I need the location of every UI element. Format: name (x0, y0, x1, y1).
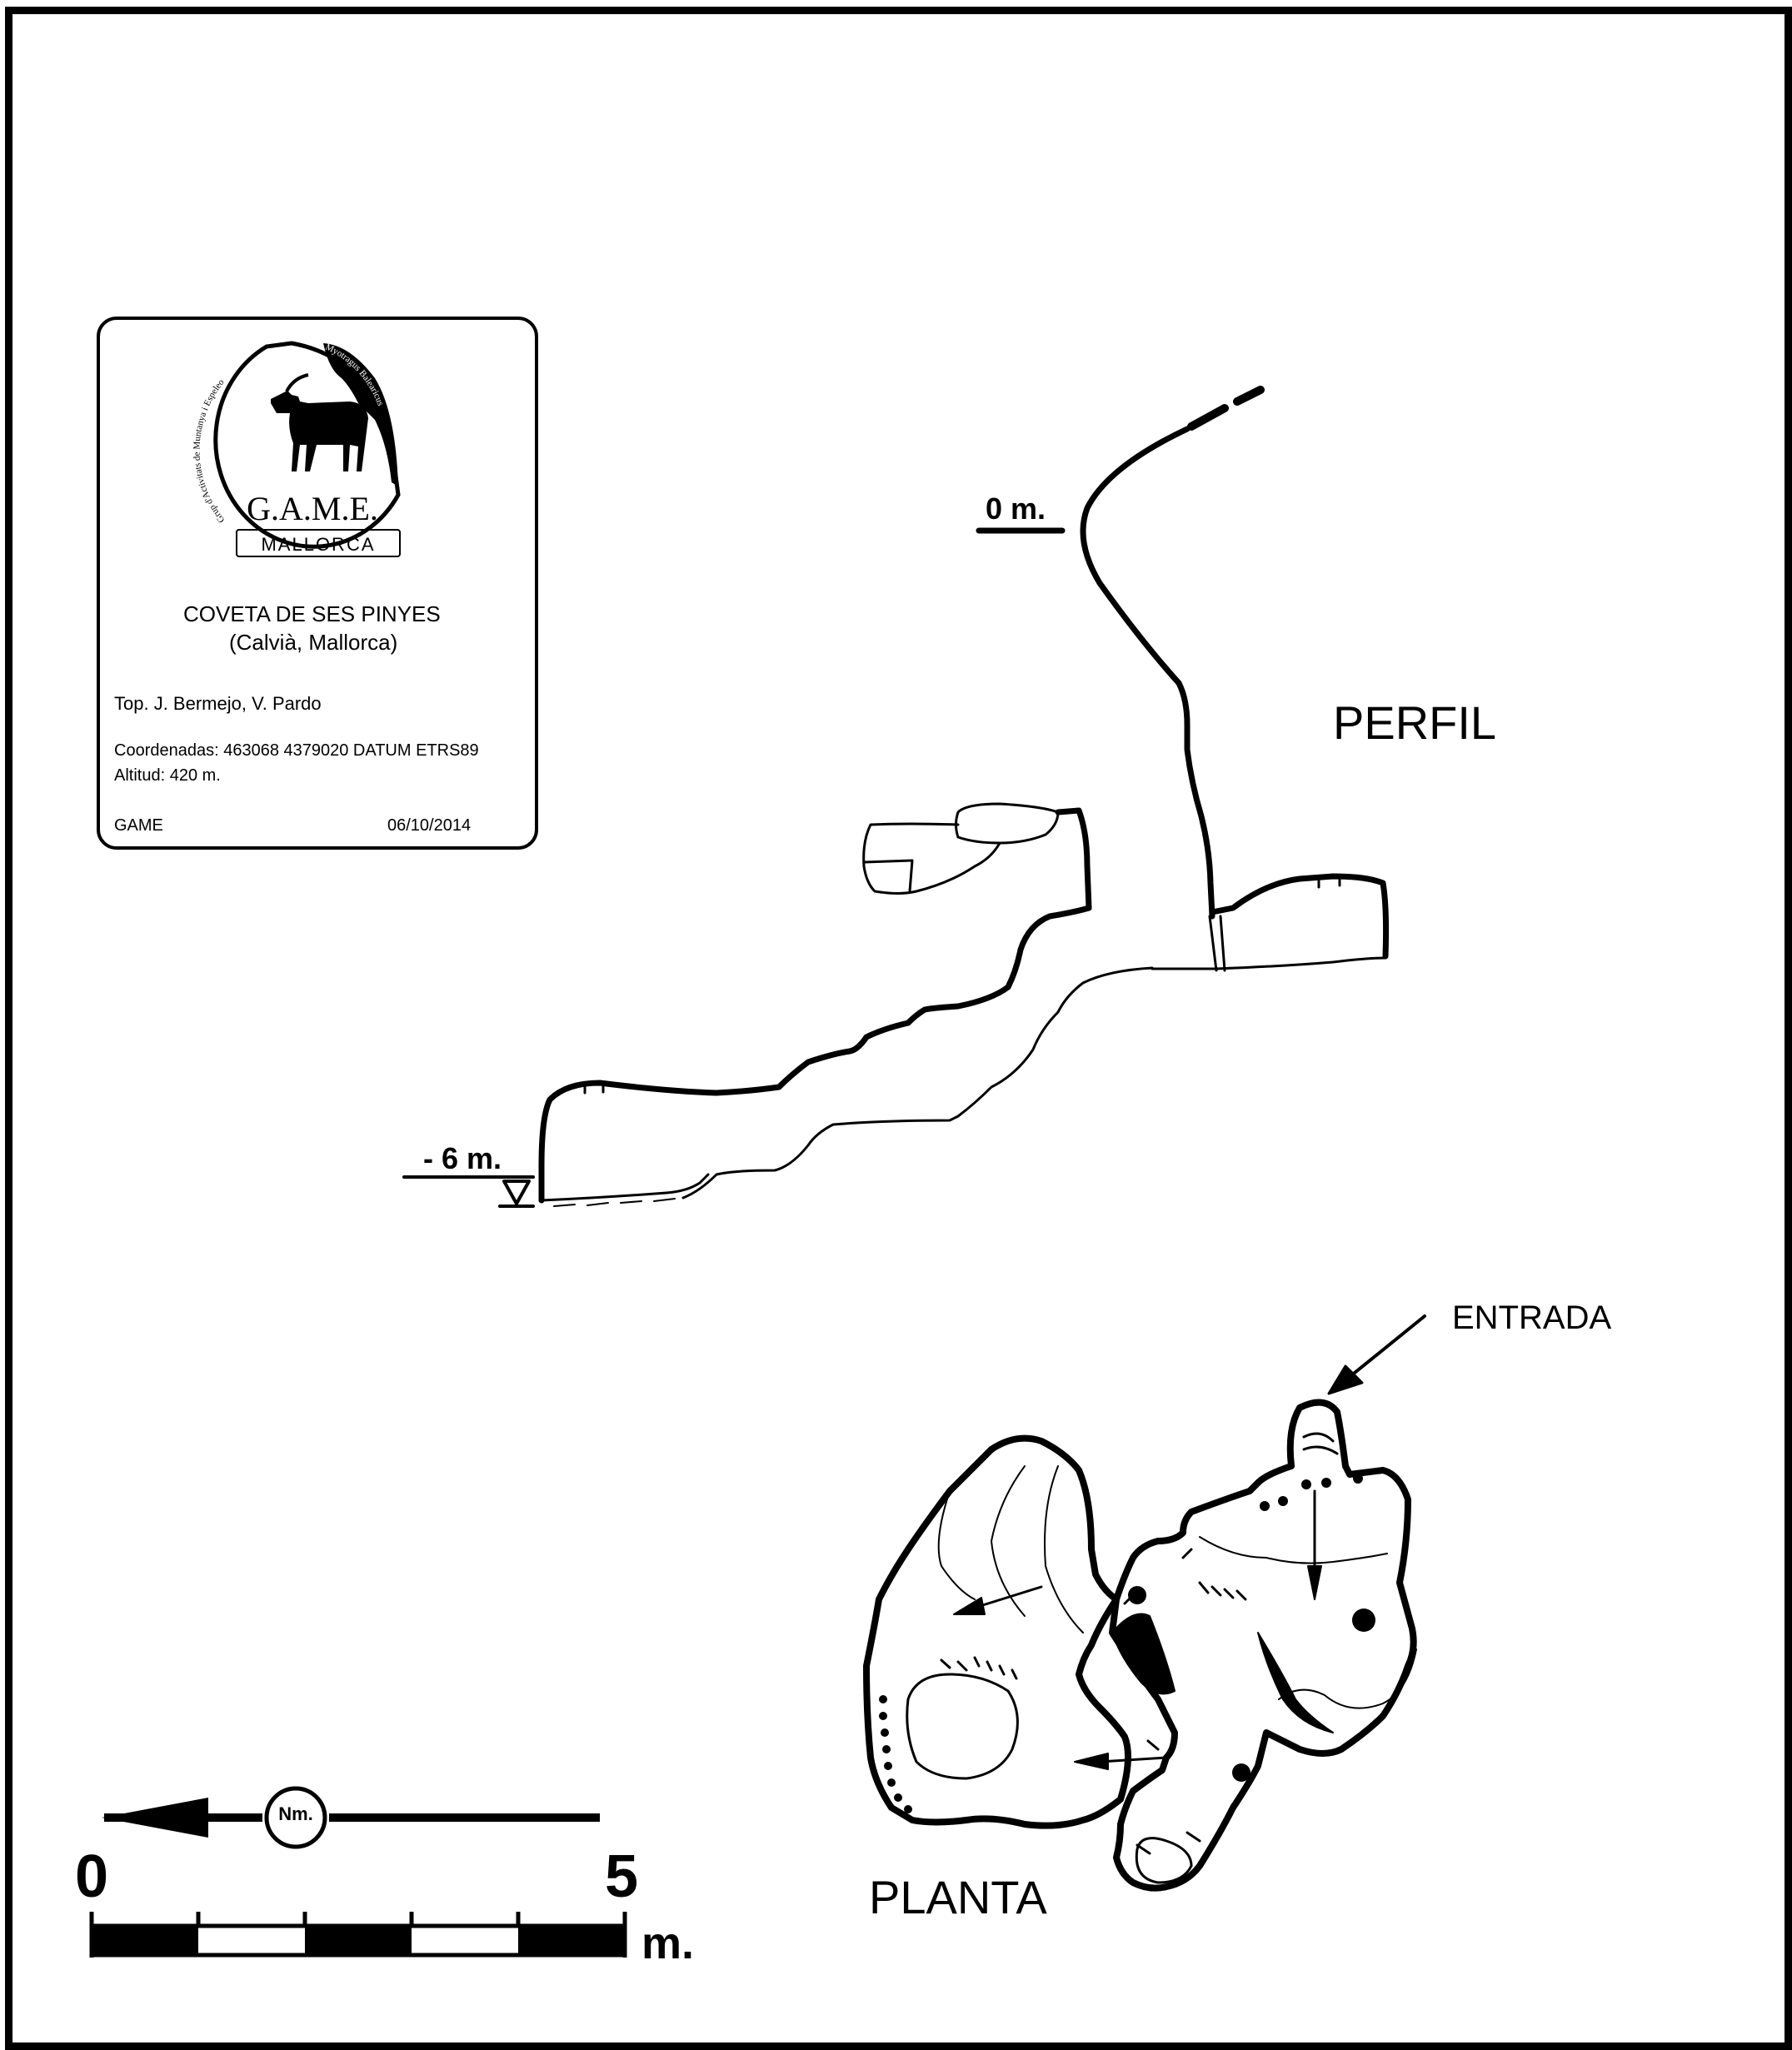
plan-title: PLANTA (869, 1871, 1047, 1923)
plan-left-chamber (863, 1434, 1131, 1829)
altitude: Altitud: 420 m. (114, 766, 221, 785)
plan-slope-arrow-icon-2 (953, 1597, 986, 1615)
profile-lower-floor (540, 1173, 710, 1202)
game-logo: Grup d'Activitats de Muntanya i Espeleo … (192, 341, 401, 557)
surveyors: Top. J. Bermejo, V. Pardo (114, 693, 322, 714)
goat-silhouette-icon (271, 373, 368, 471)
profile-dashed-continuation (1187, 386, 1265, 431)
scale-unit-label: m. (641, 1918, 695, 1968)
logo-subtitle: MALLORCA (261, 534, 375, 555)
coordinates: Coordenadas: 463068 4379020 DATUM ETRS89 (114, 741, 479, 760)
plan-pillar (906, 1673, 1019, 1780)
entrance-label: ENTRADA (1452, 1299, 1612, 1336)
info-box: Grup d'Activitats de Muntanya i Espeleo … (97, 317, 538, 850)
profile-sediment (553, 1198, 676, 1207)
depth-label-top: 0 m. (986, 491, 1046, 526)
plan-slope-arrow-icon-3 (1074, 1753, 1109, 1770)
plan-section (863, 1314, 1426, 1892)
plan-pillar-small (1135, 1837, 1193, 1884)
cave-title: COVETA DE SES PINYES (183, 601, 441, 626)
plan-right-chamber (1109, 1463, 1417, 1892)
profile-section (402, 386, 1390, 1208)
depth-label-bottom: - 6 m. (423, 1141, 502, 1175)
water-level-icon (498, 1180, 535, 1208)
north-arrow-icon (102, 1786, 600, 1849)
author: GAME (114, 816, 163, 835)
profile-shaft-wall (1080, 426, 1215, 920)
survey-date: 06/10/2014 (387, 816, 472, 835)
logo-main-text: G.A.M.E. (247, 490, 378, 527)
scale-end-label: 5 (605, 1843, 639, 1910)
profile-upper-chamber-roof (1209, 873, 1390, 960)
profile-title: PERFIL (1333, 696, 1497, 749)
profile-upper-floor (1151, 956, 1387, 970)
profile-block (955, 802, 1060, 845)
north-label: Nm. (278, 1803, 313, 1824)
cave-location: (Calvià, Mallorca) (229, 630, 398, 655)
profile-shaft-bottom (1208, 915, 1226, 972)
scale-bar (89, 1912, 627, 1958)
profile-passage-roof (538, 807, 1092, 1204)
plan-boulders (879, 1474, 1375, 1813)
scale-start-label: 0 (75, 1843, 109, 1910)
plan-entrance (1286, 1399, 1349, 1469)
plan-slope-arrow-icon (1307, 1565, 1322, 1600)
entrance-arrow-icon (1327, 1364, 1364, 1395)
profile-passage-floor (681, 966, 1154, 1200)
profile-side-chamber (862, 822, 1001, 895)
